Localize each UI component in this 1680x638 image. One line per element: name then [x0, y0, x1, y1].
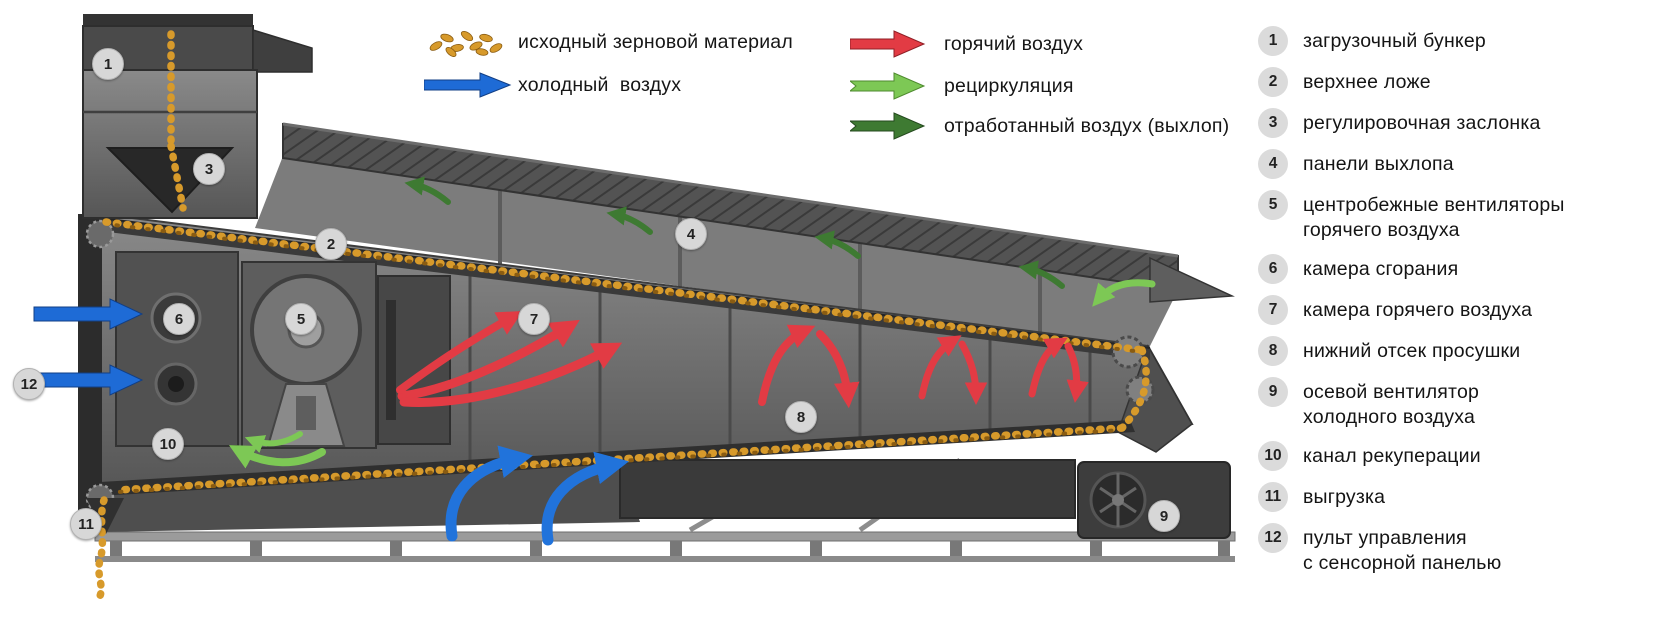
cold-air-arrows [33, 298, 629, 546]
parts-list: 1 загрузочный бункер 2 верхнее ложе 3 ре… [1258, 26, 1672, 587]
part-number-badge: 10 [1258, 441, 1288, 471]
parts-list-item-7: 7 камера горячего воздуха [1258, 295, 1672, 325]
roof-and-exhaust-panels [255, 122, 1235, 350]
hot-air-arrows [396, 310, 1089, 409]
legend-label-hot-air: горячий воздух [944, 32, 1084, 55]
part-label: верхнее ложе [1303, 71, 1431, 93]
diagram-marker-1: 1 [92, 48, 124, 80]
part-label: камера горячего воздуха [1303, 299, 1533, 321]
exhaust-air-arrows [404, 176, 1065, 289]
legend-item-hot-air: горячий воздух [850, 30, 1083, 58]
diagram-marker-8: 8 [785, 401, 817, 433]
part-number-badge: 12 [1258, 523, 1288, 553]
part-number-badge: 7 [1258, 295, 1288, 325]
part-number-badge: 9 [1258, 377, 1288, 407]
diagram-marker-5: 5 [285, 303, 317, 335]
part-number-badge: 11 [1258, 482, 1288, 512]
hot-air-arrow-icon [850, 30, 944, 58]
legend-item-recirculation: рециркуляция [850, 72, 1074, 100]
exhaust-arrow-icon [850, 112, 944, 140]
parts-list-item-1: 1 загрузочный бункер [1258, 26, 1672, 56]
legend-item-exhaust: отработанный воздух (выхлоп) [850, 112, 1229, 140]
part-label: центробежные вентиляторы горячего воздух… [1303, 194, 1565, 241]
parts-list-item-5: 5 центробежные вентиляторы горячего возд… [1258, 190, 1672, 243]
diagram-marker-7: 7 [518, 303, 550, 335]
part-label: загрузочный бункер [1303, 30, 1486, 52]
cold-air-arrow-icon [424, 72, 518, 98]
centrifugal-fan [241, 261, 377, 449]
axial-fan [1077, 461, 1231, 539]
part-number-badge: 5 [1258, 190, 1288, 220]
legend-label-grain: исходный зерновой материал [518, 30, 793, 53]
part-label: канал рекуперации [1303, 445, 1481, 467]
parts-list-item-6: 6 камера сгорания [1258, 254, 1672, 284]
part-label: панели выхлопа [1303, 153, 1454, 175]
discharge-chute [86, 498, 124, 534]
parts-list-item-11: 11 выгрузка [1258, 482, 1672, 512]
parts-list-item-10: 10 канал рекуперации [1258, 441, 1672, 471]
legend-label-exhaust: отработанный воздух (выхлоп) [944, 114, 1230, 137]
parts-list-item-2: 2 верхнее ложе [1258, 67, 1672, 97]
part-label: нижний отсек просушки [1303, 340, 1521, 362]
parts-list-item-12: 12 пульт управления с сенсорной панелью [1258, 523, 1672, 576]
part-label: осевой вентилятор холодного воздуха [1303, 381, 1480, 428]
parts-list-item-8: 8 нижний отсек просушки [1258, 336, 1672, 366]
diagram-marker-12: 12 [13, 368, 45, 400]
part-label: регулировочная заслонка [1303, 112, 1541, 134]
diagram-marker-2: 2 [315, 228, 347, 260]
parts-list-item-4: 4 панели выхлопа [1258, 149, 1672, 179]
legend-label-cold-air: холодный воздух [518, 73, 682, 96]
diagram-marker-10: 10 [152, 428, 184, 460]
recirculation-arrow-icon [850, 72, 944, 100]
diagram-marker-6: 6 [163, 303, 195, 335]
part-number-badge: 2 [1258, 67, 1288, 97]
legend-item-cold-air: холодный воздух [424, 72, 681, 98]
recirculation-arrows [228, 279, 1156, 469]
part-number-badge: 4 [1258, 149, 1288, 179]
diagram-marker-3: 3 [193, 153, 225, 185]
part-number-badge: 8 [1258, 336, 1288, 366]
part-label: выгрузка [1303, 486, 1386, 508]
dryer-diagram: 1 2 3 4 5 6 7 8 9 10 11 12 [13, 14, 1236, 600]
parts-list-item-3: 3 регулировочная заслонка [1258, 108, 1672, 138]
part-label: камера сгорания [1303, 258, 1459, 280]
legend-label-recirculation: рециркуляция [944, 74, 1074, 97]
part-number-badge: 3 [1258, 108, 1288, 138]
combustion-chamber [115, 251, 239, 447]
diagram-marker-11: 11 [70, 508, 102, 540]
diagram-marker-9: 9 [1148, 500, 1180, 532]
legend-item-grain: исходный зерновой материал [424, 26, 793, 58]
dryer-machine-drawing [33, 14, 1236, 600]
part-number-badge: 1 [1258, 26, 1288, 56]
grain-icon [424, 26, 518, 58]
diagram-marker-4: 4 [675, 218, 707, 250]
part-number-badge: 6 [1258, 254, 1288, 284]
part-label: пульт управления с сенсорной панелью [1303, 527, 1502, 574]
parts-list-item-9: 9 осевой вентилятор холодного воздуха [1258, 377, 1672, 430]
